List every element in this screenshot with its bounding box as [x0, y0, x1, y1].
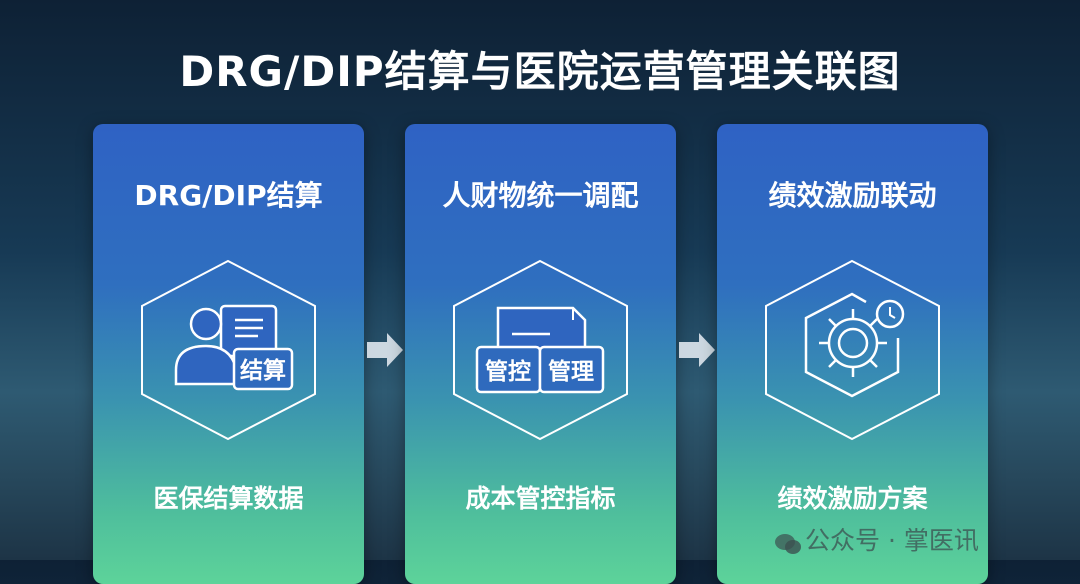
watermark: 公众号 · 掌医讯: [805, 526, 979, 555]
arrow-right-icon: [679, 333, 715, 367]
card-footer: 成本管控指标: [465, 484, 616, 513]
folder-control-management-icon: 管控 管理: [453, 259, 628, 441]
control-badge: 管控: [485, 358, 531, 385]
card-performance-incentive: 绩效激励联动 绩效激励方案: [717, 124, 988, 584]
card-heading: DRG/DIP结算: [134, 179, 323, 212]
card-drg-dip-settlement: DRG/DIP结算 结算 医保结算数据: [93, 124, 364, 584]
settlement-badge: 结算: [240, 357, 286, 384]
gear-clock-icon: [765, 259, 940, 441]
card-heading: 绩效激励联动: [768, 179, 937, 212]
card-resource-allocation: 人财物统一调配 管控 管理 成本管控指标: [405, 124, 676, 584]
arrow-right-icon: [367, 333, 403, 367]
page-title: DRG/DIP结算与医院运营管理关联图: [179, 47, 901, 96]
user-document-settlement-icon: 结算: [141, 259, 316, 441]
wechat-icon: [775, 534, 801, 554]
card-heading: 人财物统一调配: [442, 179, 639, 212]
card-footer: 医保结算数据: [153, 484, 304, 513]
management-badge: 管理: [548, 358, 594, 385]
card-footer: 绩效激励方案: [777, 484, 928, 513]
